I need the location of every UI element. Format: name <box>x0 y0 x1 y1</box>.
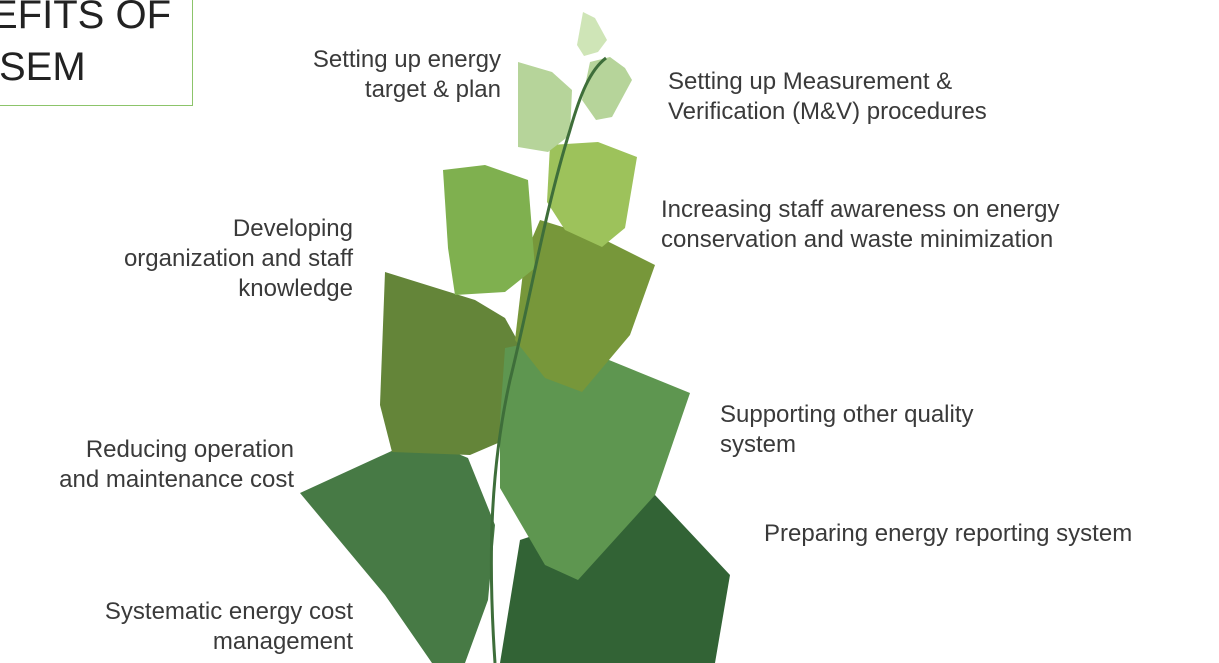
leaf-middle-right <box>500 338 690 580</box>
benefit-staff-knowledge-line-2: organization and staff <box>123 245 353 272</box>
benefit-mv-procedures: Setting up Measurement & Verification (M… <box>668 67 987 127</box>
leaf-bottom-left <box>300 438 495 663</box>
benefit-staff-awareness-line-1: Increasing staff awareness on energy <box>661 196 1060 223</box>
leaf-light-right <box>582 57 632 120</box>
benefit-operation-cost: Reducing operation and maintenance cost <box>59 435 294 495</box>
leaf-mid-left <box>443 165 535 295</box>
benefit-cost-management: Systematic energy cost management <box>105 597 353 657</box>
leaf-left-large <box>380 272 520 455</box>
benefit-cost-management-line-1: Systematic energy cost <box>104 598 353 625</box>
title-line-1: EFITS OF <box>0 0 171 37</box>
benefit-energy-target: Setting up energy target & plan <box>313 45 501 105</box>
benefit-operation-cost-line-1: Reducing operation <box>85 436 294 463</box>
plant-stem <box>489 56 607 663</box>
benefit-staff-knowledge-line-3: knowledge <box>238 275 353 302</box>
leaf-olive <box>515 220 655 392</box>
benefit-operation-cost-line-2: and maintenance cost <box>59 466 294 493</box>
benefit-quality-system-line-1: Supporting other quality <box>720 401 974 428</box>
benefit-reporting-system-line-1: Preparing energy reporting system <box>764 520 1133 547</box>
benefit-energy-target-line-2: target & plan <box>364 76 501 103</box>
title-box: EFITS OF SEM <box>0 0 193 106</box>
benefit-staff-knowledge-line-1: Developing <box>232 215 353 242</box>
leaf-lime <box>547 142 637 247</box>
benefit-mv-procedures-line-1: Setting up Measurement & <box>668 68 953 95</box>
benefit-reporting-system: Preparing energy reporting system <box>764 519 1132 549</box>
benefit-staff-awareness-line-2: conservation and waste minimization <box>661 226 1054 253</box>
benefit-quality-system-line-2: system <box>720 431 797 458</box>
leaf-top <box>577 12 607 56</box>
benefit-cost-management-line-2: management <box>212 628 353 655</box>
benefit-staff-awareness: Increasing staff awareness on energy con… <box>661 195 1059 255</box>
benefit-quality-system: Supporting other quality system <box>720 400 974 460</box>
benefit-mv-procedures-line-2: Verification (M&V) procedures <box>668 98 987 125</box>
benefit-staff-knowledge: Developing organization and staff knowle… <box>124 214 353 304</box>
benefit-energy-target-line-1: Setting up energy <box>312 46 501 73</box>
leaf-light-left <box>518 62 572 152</box>
title-line-2: SEM <box>0 45 86 89</box>
